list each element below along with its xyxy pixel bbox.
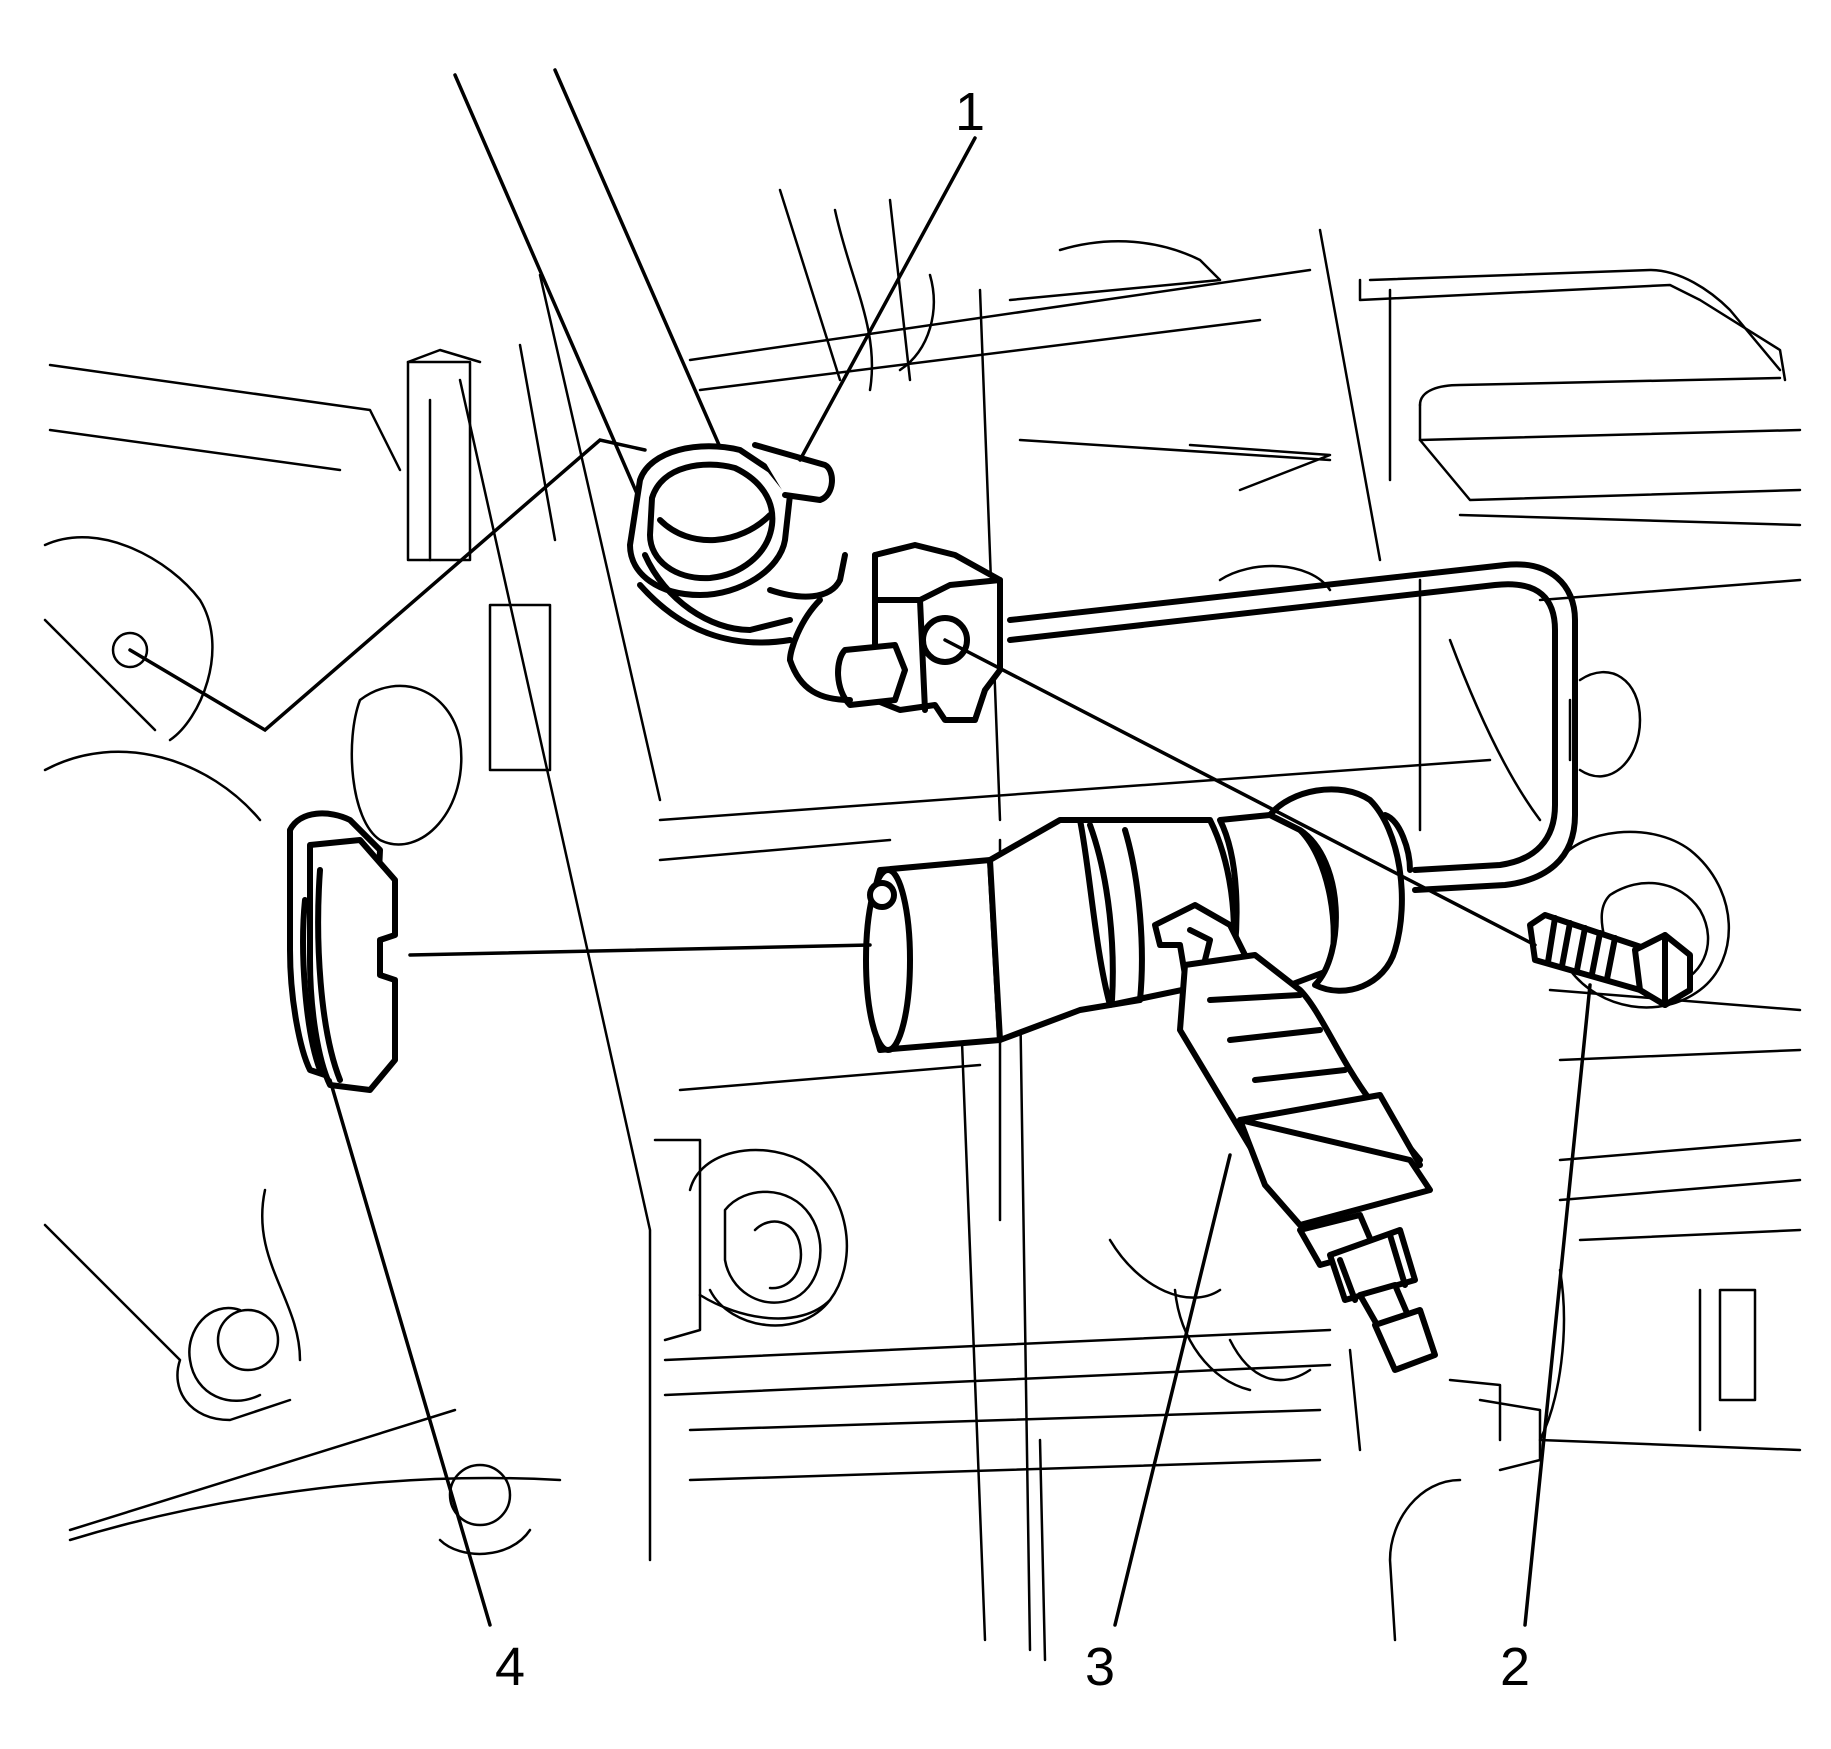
alignment-line (408, 943, 872, 957)
leader-1-secondary (128, 438, 647, 733)
concentric-slave-cylinder-assembly (863, 786, 1438, 1373)
callout-1: 1 (955, 82, 985, 142)
leader-2 (1523, 983, 1592, 1627)
leader-1 (798, 136, 977, 462)
release-bearing-flange (287, 810, 398, 1093)
leader-2-install-path (943, 638, 1537, 947)
line-bracket (787, 542, 1003, 723)
leader-4 (328, 1078, 492, 1627)
leader-3 (1113, 1153, 1232, 1627)
callout-3: 3 (1085, 1637, 1115, 1697)
callout-4: 4 (495, 1637, 525, 1697)
transmission-housing (43, 188, 1802, 1662)
clutch-hydraulic-line (1007, 561, 1578, 893)
bolt (1527, 912, 1693, 1008)
callout-labels: 1 2 3 4 (495, 82, 1530, 1697)
vent-hose (453, 68, 848, 646)
leader-lines (128, 136, 1592, 1627)
callout-2: 2 (1500, 1637, 1530, 1697)
